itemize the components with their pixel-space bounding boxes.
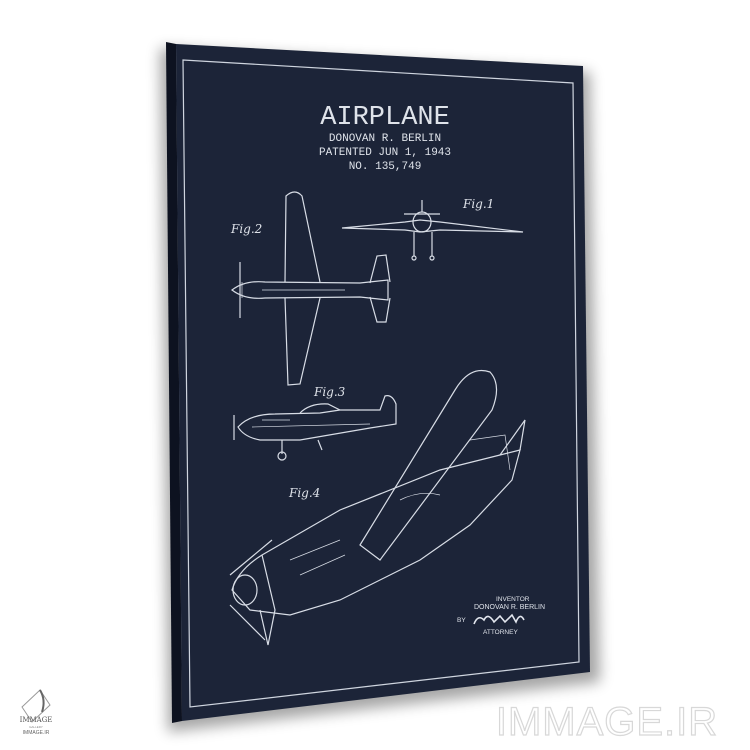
svg-text:IMMAGE.IR: IMMAGE.IR [23,730,50,736]
fig-4-perspective-drawing [229,369,526,646]
by-label: BY [457,617,466,624]
print-title: AIRPLANE [320,103,450,133]
inventor-line: DONOVAN R. BERLIN [329,133,441,145]
canvas-side-edge [166,42,182,723]
svg-text:GALLERY: GALLERY [29,725,43,729]
attorney-signature [473,613,525,625]
inventor-name: DONOVAN R. BERLIN [474,604,545,611]
attorney-label: ATTORNEY [483,629,518,636]
fig-1-front-view-drawing [341,200,524,261]
watermark-text: IMMAGE.IR [496,700,718,744]
canvas-front [176,44,590,721]
patent-date: PATENTED JUN 1, 1943 [319,147,451,159]
watermark-logo: IMMAGE GALLERY IMMAGE.IR [20,689,53,736]
signature-block: INVENTOR DONOVAN R. BERLIN BY ATTORNEY [457,596,545,636]
inventor-label: INVENTOR [496,596,530,603]
fig-4-label: Fig.4 [288,486,320,500]
svg-text:IMMAGE: IMMAGE [20,716,53,724]
fig-3-label: Fig.3 [313,385,346,399]
fig-3-side-view-drawing [233,395,397,461]
fig-2-label: Fig.2 [230,222,262,236]
fig-2-top-view-drawing [231,191,391,386]
patent-number: NO. 135,749 [349,161,422,173]
print-border [182,59,580,708]
fig-1-label: Fig.1 [462,197,494,211]
